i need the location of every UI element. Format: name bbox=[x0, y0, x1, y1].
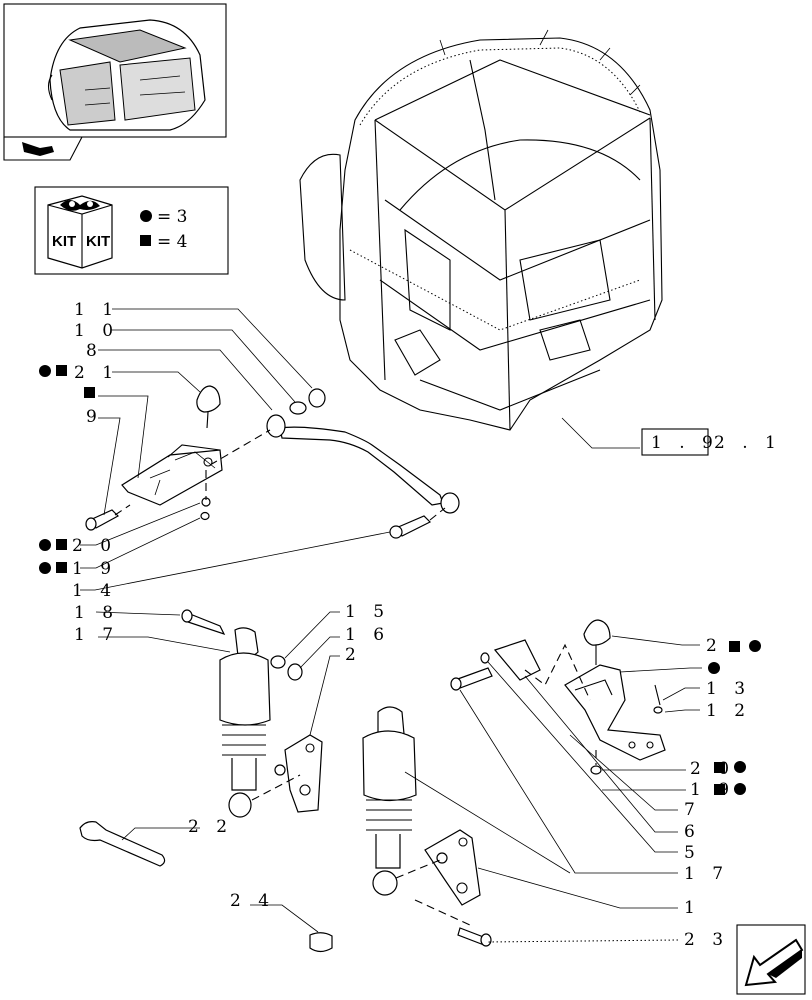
square-marker bbox=[56, 539, 67, 550]
callout-21: 2 1 bbox=[74, 363, 119, 383]
callout-19: 1 9 bbox=[72, 559, 117, 579]
callout-20: 2 0 bbox=[72, 536, 117, 556]
callout-11: 1 1 bbox=[74, 300, 119, 320]
bracket-7 bbox=[493, 639, 541, 681]
rubber-stop-part bbox=[196, 385, 221, 413]
square-count: = 4 bbox=[157, 232, 187, 252]
callout-6: 6 bbox=[684, 822, 701, 842]
left-shock-absorber bbox=[79, 609, 323, 867]
callout-8: 8 bbox=[86, 341, 103, 361]
frame-leader bbox=[561, 417, 640, 449]
center-shock-absorber bbox=[309, 706, 492, 953]
callout-20-right: 2 0 bbox=[690, 759, 735, 779]
callout-7: 7 bbox=[684, 800, 701, 820]
bracket-1 bbox=[424, 829, 481, 906]
reference-box[interactable]: 1 . 9 2 . 1 bbox=[641, 428, 782, 456]
circle-marker bbox=[39, 365, 51, 377]
circle-marker bbox=[734, 761, 746, 773]
square-marker bbox=[729, 641, 740, 652]
circle-marker bbox=[749, 640, 761, 652]
svg-text:1 . 9: 1 . 9 bbox=[651, 433, 719, 453]
callout-17-right: 1 7 bbox=[684, 864, 729, 884]
kit-label-right: KIT bbox=[86, 233, 110, 250]
callout-17: 1 7 bbox=[74, 625, 119, 645]
circle-marker bbox=[708, 662, 720, 674]
circle-marker bbox=[734, 783, 746, 795]
circle-marker bbox=[39, 562, 51, 574]
callout-1: 1 bbox=[684, 898, 701, 918]
callout-labels: 1 1 1 0 8 2 1 9 2 0 1 9 1 4 1 8 1 7 1 5 … bbox=[39, 300, 761, 950]
cab-frame bbox=[299, 29, 663, 431]
callout-2-left: 2 bbox=[345, 645, 362, 665]
bushing-part bbox=[308, 388, 326, 408]
callout-19-right: 1 9 bbox=[690, 780, 735, 800]
hand-icon bbox=[22, 142, 54, 156]
wrench-part bbox=[79, 821, 166, 867]
kit-box-icon: KIT KIT bbox=[47, 195, 113, 269]
circle-icon bbox=[140, 210, 152, 222]
callout-12: 1 2 bbox=[706, 701, 751, 721]
callout-9: 9 bbox=[86, 407, 103, 427]
navigation-tab[interactable] bbox=[3, 136, 83, 161]
kit-label-left: KIT bbox=[52, 233, 76, 250]
next-page-button[interactable] bbox=[736, 924, 806, 995]
square-icon bbox=[140, 235, 151, 246]
circle-marker bbox=[39, 539, 51, 551]
bushing-16 bbox=[287, 663, 303, 681]
bracket-right bbox=[564, 664, 666, 761]
bushing-right bbox=[440, 492, 460, 514]
callout-5: 5 bbox=[684, 843, 701, 863]
bracket-2 bbox=[284, 734, 323, 813]
circle-count: = 3 bbox=[157, 207, 187, 227]
square-marker bbox=[84, 387, 95, 398]
right-bracket-assembly bbox=[450, 619, 666, 775]
square-marker bbox=[56, 562, 67, 573]
stabilizer-assembly bbox=[85, 385, 460, 539]
callout-24: 2 4 bbox=[230, 891, 275, 911]
square-marker bbox=[56, 365, 67, 376]
square-marker bbox=[714, 762, 725, 773]
arrow-icon bbox=[744, 938, 804, 987]
bushing-left bbox=[266, 414, 286, 438]
stabilizer-bar-part bbox=[279, 426, 444, 506]
callout-16: 1 6 bbox=[345, 625, 390, 645]
kit-legend: KIT KIT = 3 = 4 bbox=[34, 186, 229, 275]
washer-15 bbox=[270, 655, 286, 669]
callout-22: 2 2 bbox=[188, 817, 233, 837]
callout-10: 1 0 bbox=[74, 321, 119, 341]
callout-23: 2 3 bbox=[684, 930, 729, 950]
callout-2-right: 2 bbox=[706, 636, 723, 656]
square-marker bbox=[714, 784, 725, 795]
callout-15: 1 5 bbox=[345, 602, 390, 622]
callout-18: 1 8 bbox=[74, 603, 119, 623]
callout-13: 1 3 bbox=[706, 679, 751, 699]
nut-24 bbox=[309, 932, 333, 953]
leader-lines bbox=[80, 308, 702, 943]
svg-text:2 . 1: 2 . 1 bbox=[714, 433, 782, 453]
callout-14: 1 4 bbox=[72, 581, 117, 601]
cab-thumbnail[interactable] bbox=[3, 3, 227, 138]
washer-part bbox=[289, 401, 307, 415]
